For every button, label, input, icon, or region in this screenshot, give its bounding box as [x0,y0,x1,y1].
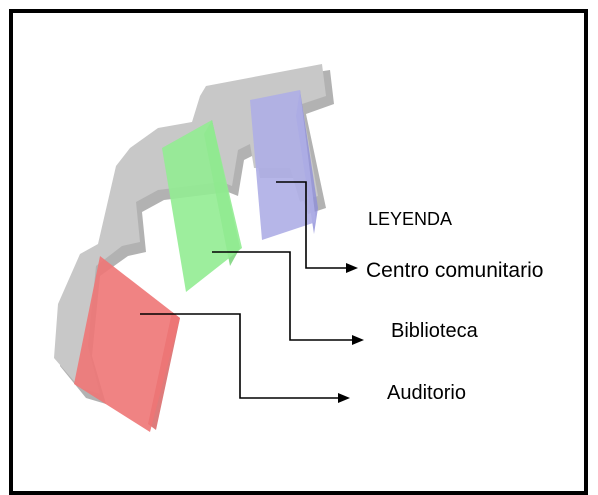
arrowhead-biblioteca [352,335,364,345]
leader-arrowheads [338,263,364,403]
legend-title: LEYENDA [368,209,453,230]
arrowhead-auditorio [338,393,350,403]
auditorio-block [74,256,180,432]
auditorio-shape [74,256,180,432]
leader-line-auditorio [140,313,340,399]
biblioteca-block [162,120,242,292]
legend-label-auditorio: Auditorio [387,382,466,405]
leader-line-biblioteca [212,251,354,341]
arrowhead-centro-comunitario [346,263,358,273]
centro-comunitario-shape [250,90,316,240]
legend-label-biblioteca: Biblioteca [391,320,478,343]
centro-comunitario-block [250,90,318,240]
leader-lines [140,181,354,399]
biblioteca-shape [162,120,242,292]
leader-line-centro-comunitario [276,181,348,269]
legend-label-centro-comunitario: Centro comunitario [366,259,544,283]
